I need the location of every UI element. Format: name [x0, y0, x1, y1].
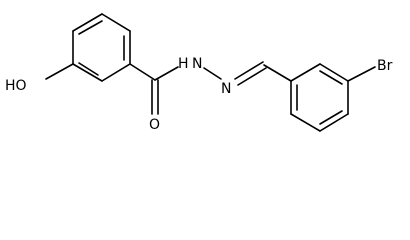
carbonyl-oxygen-label: O: [149, 117, 160, 133]
n-n-bond: [203, 67, 222, 80]
bromine-label: Br: [377, 58, 393, 74]
ring-carbonyl-bond: [129, 63, 156, 81]
imine-double-bond-b: [237, 67, 267, 86]
carbonyl-nh-bond: [154, 66, 179, 81]
imine-double-bond-a: [234, 61, 264, 80]
molecular-structure: HO O H N N Br: [5, 13, 393, 133]
c-oh-bond: [45, 63, 74, 80]
bromophenyl-ring: [290, 63, 349, 132]
c-br-bond: [347, 66, 376, 82]
hydrazone-n-label: N: [192, 56, 202, 72]
hydroxyphenyl-ring: [72, 13, 131, 82]
imine-ring-bond: [263, 64, 292, 82]
hydroxyl-label: HO: [5, 78, 27, 94]
azomethine-n-label: N: [221, 81, 231, 97]
hydrazide-h-label: H: [178, 56, 189, 72]
